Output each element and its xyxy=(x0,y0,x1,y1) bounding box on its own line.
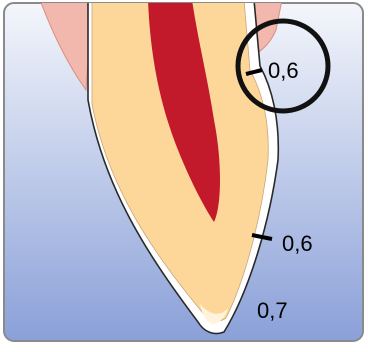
thickness-label-bottom: 0,7 xyxy=(257,298,288,323)
thickness-label-top: 0,6 xyxy=(268,58,299,83)
thickness-label-middle: 0,6 xyxy=(282,231,313,256)
